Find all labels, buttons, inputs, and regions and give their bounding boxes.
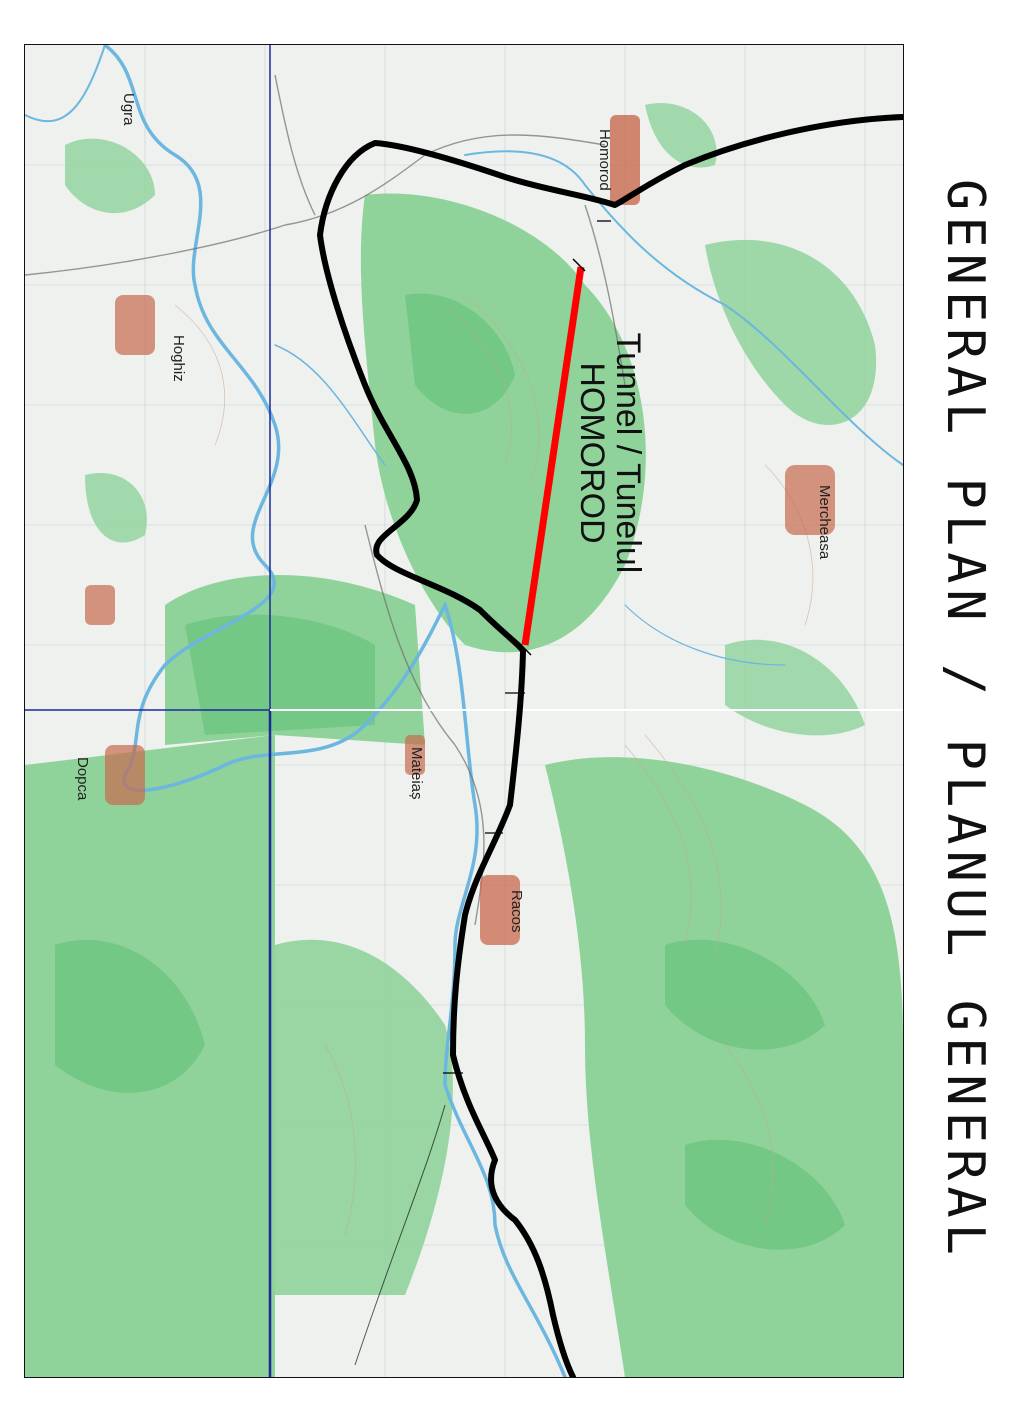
rivers [25,45,903,1377]
sheet-borders [25,45,272,1377]
tunnel-alignment [521,266,585,646]
place-dopca: Dopca [74,757,91,801]
place-ugra: Ugra [120,93,137,126]
contours [174,294,814,1236]
place-mercheasa: Mercheasa [816,485,833,560]
tunnel-portals [518,258,586,656]
tunnel-label-line1: Tunnel / Tunelul [609,332,647,574]
page-title: GENERAL PLAN / PLANUL GENERAL [935,179,995,1261]
forest-dense [55,293,845,1250]
station-markers [443,220,611,1074]
settlements [85,115,835,945]
topographic-map[interactable]: Homorod Ugra Hoghiz Mercheasa Racos Dopc… [24,44,904,1378]
tunnel-label: Tunnel / Tunelul HOMOROD [573,332,647,574]
place-homorod: Homorod [596,129,613,191]
place-mateias: Mateiaș [408,747,425,800]
place-racos: Racos [508,890,525,933]
place-hoghiz: Hoghiz [170,335,187,382]
tunnel-label-line2: HOMOROD [573,362,611,544]
route-alignment [317,114,903,1377]
map-svg [25,45,903,1377]
